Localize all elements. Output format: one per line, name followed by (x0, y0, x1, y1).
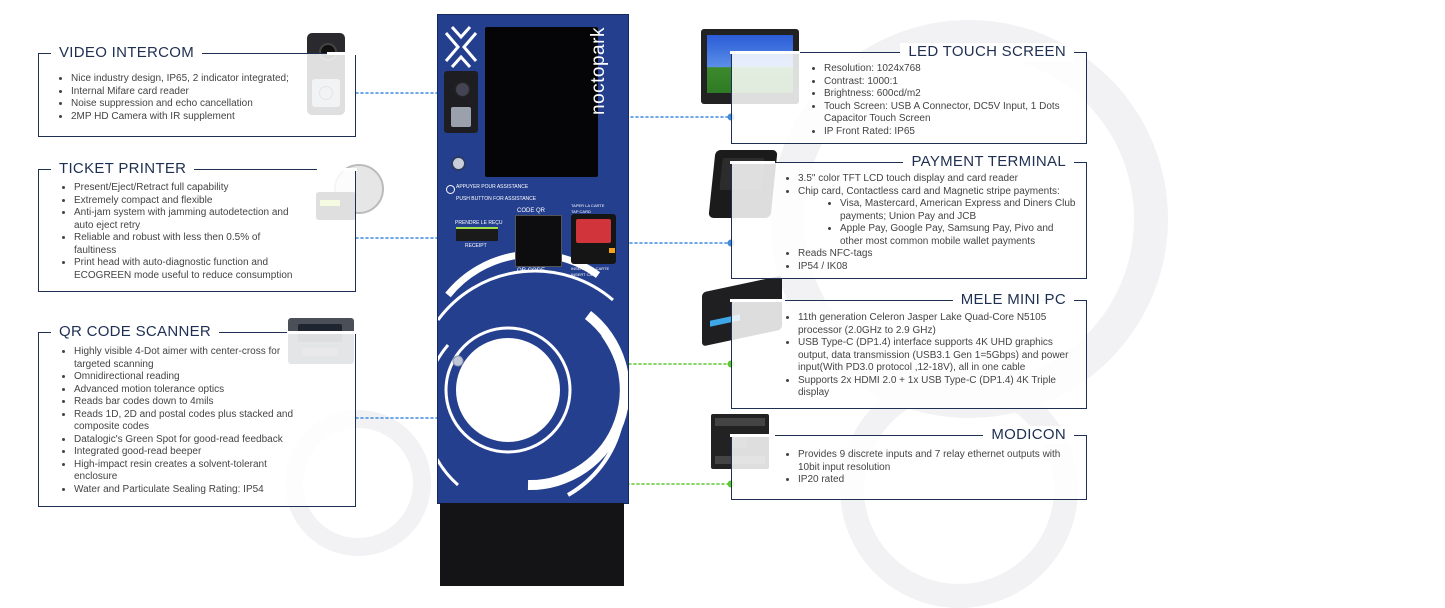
qr-code-scanner-title: QR CODE SCANNER (51, 323, 220, 341)
led-touch-screen-list: Resolution: 1024x768 Contrast: 1000:1 Br… (732, 63, 1074, 138)
modicon-list: Provides 9 discrete inputs and 7 relay e… (732, 449, 1074, 487)
receipt-label-en: RECEIPT (465, 243, 487, 249)
led-touch-screen-title: LED TOUCH SCREEN (900, 43, 1074, 61)
kiosk-screen[interactable] (485, 27, 598, 177)
list-item: Reads bar codes down to 4mils (74, 396, 294, 409)
list-item: Reads NFC-tags (798, 248, 1078, 261)
insert-card-label-fr: INSÉRER LA CARTE (571, 266, 610, 271)
list-item: Reliable and robust with less then 0.5% … (74, 232, 299, 257)
assist-button[interactable] (451, 156, 466, 171)
mele-mini-pc-list: 11th generation Celeron Jasper Lake Quad… (732, 312, 1074, 400)
card-logo-icon (609, 248, 615, 253)
modicon-title: MODICON (983, 426, 1074, 444)
mele-mini-pc-box: MELE MINI PC 11th generation Celeron Jas… (730, 291, 1087, 409)
payment-terminal-title: PAYMENT TERMINAL (903, 153, 1074, 171)
ticket-printer-box: TICKET PRINTER Present/Eject/Retract ful… (38, 160, 357, 292)
video-intercom-list: Nice industry design, IP65, 2 indicator … (39, 73, 355, 123)
list-item: Nice industry design, IP65, 2 indicator … (71, 73, 355, 86)
assist-label-fr: APPUYER POUR ASSISTANCE (456, 184, 529, 190)
list-item: Noise suppression and echo cancellation (71, 98, 355, 111)
payment-terminal-device[interactable] (571, 214, 616, 264)
assist-label-en: PUSH BUTTON FOR ASSISTANCE (456, 196, 537, 202)
qr-code-label: QR CODE (517, 268, 546, 274)
list-item: Anti-jam system with jamming autodetecti… (74, 207, 299, 232)
payment-terminal-list: 3.5" color TFT LCD touch display and car… (732, 173, 1078, 273)
call-button[interactable] (451, 107, 471, 127)
list-item: IP54 / IK08 (798, 261, 1078, 274)
list-item: Internal Mifare card reader (71, 86, 355, 99)
list-item: Resolution: 1024x768 (824, 63, 1074, 76)
kiosk-body: noctopark APPUYER POUR ASSISTANCE PUSH B… (437, 14, 629, 504)
list-item: Provides 9 discrete inputs and 7 relay e… (798, 449, 1074, 474)
code-qr-label: CODE QR (517, 208, 546, 214)
video-intercom-box: VIDEO INTERCOM Nice industry design, IP6… (38, 44, 357, 137)
mele-mini-pc-title: MELE MINI PC (952, 291, 1074, 309)
tap-card-label-en: TAP CARD (571, 209, 591, 214)
list-item: High-impact resin creates a solvent-tole… (74, 459, 294, 484)
qr-scanner-window[interactable] (515, 215, 562, 267)
list-item: USB Type-C (DP1.4) interface supports 4K… (798, 337, 1074, 375)
list-item: Datalogic's Green Spot for good-read fee… (74, 434, 294, 447)
list-item: Reads 1D, 2D and postal codes plus stack… (74, 409, 294, 434)
payment-terminal-box: PAYMENT TERMINAL 3.5" color TFT LCD touc… (730, 153, 1087, 279)
payment-sub-list: Visa, Mastercard, American Express and D… (798, 198, 1078, 248)
list-item: Brightness: 600cd/m2 (824, 88, 1074, 101)
list-item: 2MP HD Camera with IR supplement (71, 111, 355, 124)
qr-code-scanner-box: QR CODE SCANNER Highly visible 4-Dot aim… (38, 323, 357, 507)
modicon-box: MODICON Provides 9 discrete inputs and 7… (730, 426, 1087, 500)
insert-card-label-en: INSERT CARD (571, 272, 598, 277)
ticket-printer-list: Present/Eject/Retract full capability Ex… (39, 182, 299, 282)
sub-list-item: Apple Pay, Google Pay, Samsung Pay, Pivo… (840, 223, 1078, 248)
list-item-text: Chip card, Contactless card and Magnetic… (798, 185, 1060, 197)
list-item: 3.5" color TFT LCD touch display and car… (798, 173, 1078, 186)
list-item: Extremely compact and flexible (74, 195, 299, 208)
sub-list-item: Visa, Mastercard, American Express and D… (840, 198, 1078, 223)
list-item: Chip card, Contactless card and Magnetic… (798, 186, 1078, 249)
ticket-printer-title: TICKET PRINTER (51, 160, 195, 178)
noctopark-logo-icon (444, 25, 478, 69)
list-item: IP20 rated (798, 474, 1074, 487)
camera-icon (454, 81, 471, 98)
list-item: 11th generation Celeron Jasper Lake Quad… (798, 312, 1074, 337)
list-item: Highly visible 4-Dot aimer with center-c… (74, 346, 294, 371)
video-intercom-title: VIDEO INTERCOM (51, 44, 203, 62)
payment-screen (576, 219, 611, 243)
assist-arrow-icon (446, 185, 455, 194)
list-item: Touch Screen: USB A Connector, DC5V Inpu… (824, 101, 1074, 126)
kiosk-base (440, 503, 624, 586)
list-item: Contrast: 1000:1 (824, 76, 1074, 89)
list-item: Supports 2x HDMI 2.0 + 1x USB Type-C (DP… (798, 375, 1074, 400)
list-item: Omnidirectional reading (74, 371, 294, 384)
list-item: IP Front Rated: IP65 (824, 126, 1074, 139)
receipt-slot[interactable] (456, 227, 498, 241)
list-item: Advanced motion tolerance optics (74, 384, 294, 397)
qr-code-scanner-list: Highly visible 4-Dot aimer with center-c… (39, 346, 294, 496)
list-item: Water and Particulate Sealing Rating: IP… (74, 484, 294, 497)
list-item: Integrated good-read beeper (74, 446, 294, 459)
led-touch-screen-box: LED TOUCH SCREEN Resolution: 1024x768 Co… (730, 43, 1087, 144)
list-item: Print head with auto-diagnostic function… (74, 257, 299, 282)
list-item: Present/Eject/Retract full capability (74, 182, 299, 195)
tap-card-label-fr: TAPER LA CARTE (571, 203, 605, 208)
receipt-label-fr: PRENDRE LE REÇU (455, 220, 503, 226)
kiosk-intercom[interactable] (444, 71, 478, 133)
